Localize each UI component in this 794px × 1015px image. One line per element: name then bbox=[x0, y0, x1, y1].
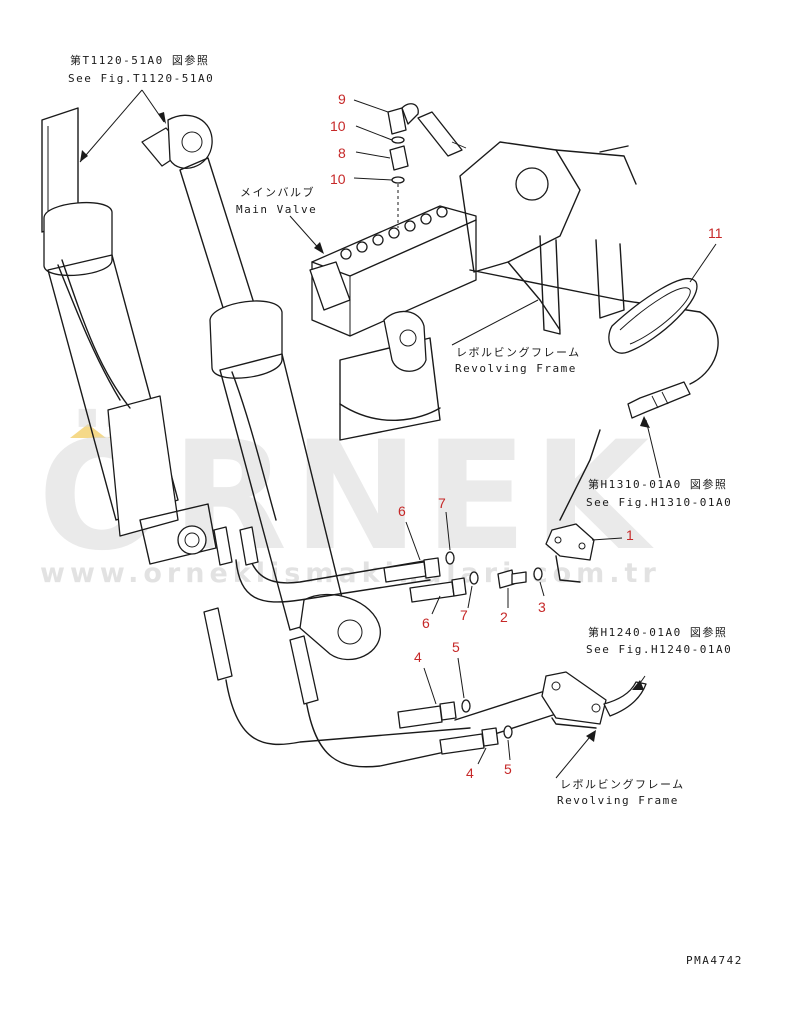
label-revolving-frame-lower: レボルビングフレーム Revolving Frame bbox=[557, 777, 685, 807]
revolving-frame-lower-en: Revolving Frame bbox=[557, 794, 679, 807]
bracket-1 bbox=[545, 523, 595, 583]
main-valve-jp: メインバルブ bbox=[240, 185, 315, 199]
ref-t1120-jp: 第T1120-51A0 図参照 bbox=[70, 53, 209, 67]
callout-6-upper: 6 bbox=[398, 503, 406, 519]
reference-h1310: 第H1310-01A0 図参照 See Fig.H1310-01A0 bbox=[586, 477, 732, 509]
callout-2: 2 bbox=[500, 609, 508, 625]
callout-9: 9 bbox=[338, 91, 346, 107]
label-main-valve: メインバルブ Main Valve bbox=[236, 185, 317, 216]
callout-7-lower: 7 bbox=[460, 607, 468, 623]
lower-hose-fittings bbox=[203, 526, 319, 705]
ref-h1310-en: See Fig.H1310-01A0 bbox=[586, 496, 732, 509]
revolving-frame-lower-jp: レボルビングフレーム bbox=[560, 777, 685, 791]
fitting-6-upper bbox=[383, 557, 441, 583]
valve-top-fittings bbox=[387, 103, 467, 228]
o-ring-7-upper bbox=[445, 551, 455, 565]
fitting-6-lower bbox=[409, 577, 467, 603]
callout-5-lower: 5 bbox=[504, 761, 512, 777]
main-valve-block bbox=[309, 205, 477, 337]
callout-1: 1 bbox=[626, 527, 634, 543]
callout-4-lower: 4 bbox=[466, 765, 474, 781]
o-ring-10-lower bbox=[391, 176, 405, 184]
callout-10-lower: 10 bbox=[330, 171, 346, 187]
ref-h1310-jp: 第H1310-01A0 図参照 bbox=[588, 477, 727, 491]
fitting-4-lower bbox=[439, 727, 499, 755]
ref-h1240-jp: 第H1240-01A0 図参照 bbox=[588, 625, 727, 639]
arm-cylinder-right bbox=[141, 114, 381, 661]
callout-3: 3 bbox=[538, 599, 546, 615]
callout-6-lower: 6 bbox=[422, 615, 430, 631]
leader-lines bbox=[79, 89, 717, 779]
callout-7-upper: 7 bbox=[438, 495, 446, 511]
valve-spool-caps bbox=[340, 206, 448, 260]
o-ring-5-upper bbox=[461, 699, 471, 713]
ref-h1240-en: See Fig.H1240-01A0 bbox=[586, 643, 732, 656]
revolving-frame-upper-en: Revolving Frame bbox=[455, 362, 577, 375]
reference-h1240: 第H1240-01A0 図参照 See Fig.H1240-01A0 bbox=[586, 625, 732, 656]
callout-8: 8 bbox=[338, 145, 346, 161]
connector-8 bbox=[389, 145, 409, 171]
callout-10-upper: 10 bbox=[330, 118, 346, 134]
revolving-frame-lower-bracket bbox=[541, 671, 647, 729]
ref-t1120-en: See Fig.T1120-51A0 bbox=[68, 72, 214, 85]
washer-3 bbox=[533, 567, 543, 581]
main-valve-en: Main Valve bbox=[236, 203, 317, 216]
revolving-frame-upper-jp: レボルビングフレーム bbox=[456, 345, 581, 359]
drawing-code: PMA4742 bbox=[686, 954, 743, 967]
label-revolving-frame-upper: レボルビングフレーム Revolving Frame bbox=[455, 345, 581, 375]
reference-t1120: 第T1120-51A0 図参照 See Fig.T1120-51A0 bbox=[68, 53, 214, 85]
callout-11: 11 bbox=[708, 225, 723, 241]
callout-5-upper: 5 bbox=[452, 639, 460, 655]
bolt-2 bbox=[497, 569, 527, 589]
o-ring-5-lower bbox=[503, 725, 513, 739]
boom-cylinder-left bbox=[41, 107, 217, 565]
return-hose bbox=[559, 311, 719, 521]
hose-clamp-11 bbox=[608, 277, 698, 354]
o-ring-7-lower bbox=[469, 571, 479, 585]
elbow-fitting-9 bbox=[387, 107, 407, 135]
part-callouts: 9 10 8 10 11 6 7 1 6 7 2 3 4 5 4 5 bbox=[330, 91, 723, 781]
o-ring-10-upper bbox=[391, 136, 405, 144]
hose-fitting-top bbox=[417, 111, 463, 157]
fitting-4-upper bbox=[397, 701, 457, 729]
watermark-accent-left bbox=[70, 424, 106, 438]
callout-4-upper: 4 bbox=[414, 649, 422, 665]
